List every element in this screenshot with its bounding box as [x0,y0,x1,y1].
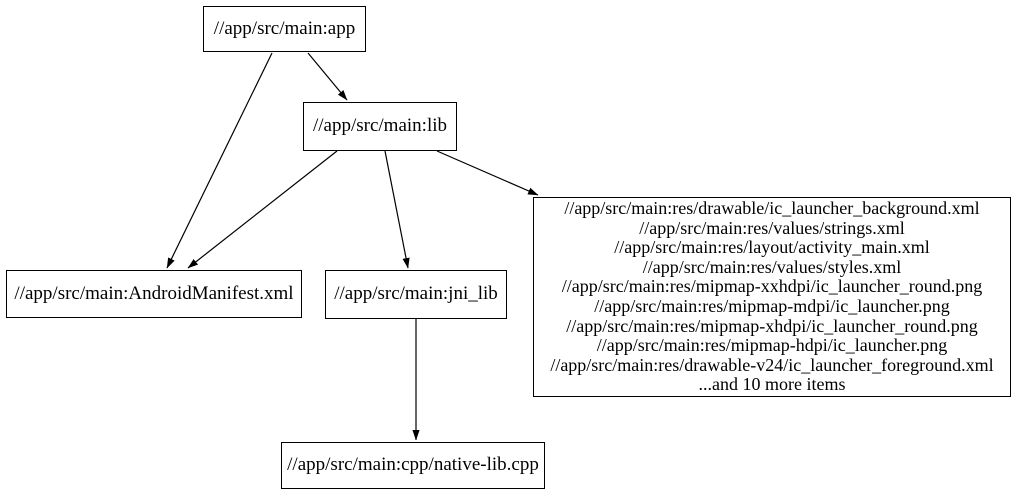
resource-line: //app/src/main:res/mipmap-xxhdpi/ic_laun… [561,276,983,297]
resource-line: //app/src/main:res/layout/activity_main.… [614,237,930,258]
node-jni-lib: //app/src/main:jni_lib [325,270,507,319]
resource-line: //app/src/main:res/mipmap-hdpi/ic_launch… [596,335,948,356]
resource-line: //app/src/main:res/drawable-v24/ic_launc… [550,354,994,375]
node-app: //app/src/main:app [203,6,366,52]
resource-line: //app/src/main:res/mipmap-xhdpi/ic_launc… [566,315,978,336]
resource-line: ...and 10 more items [698,374,846,395]
node-resources-group: //app/src/main:res/drawable/ic_launcher_… [533,197,1011,397]
node-native-lib-cpp: //app/src/main:cpp/native-lib.cpp [281,442,545,489]
edge-app-to-lib [307,52,348,101]
resource-line: //app/src/main:res/mipmap-mdpi/ic_launch… [594,296,950,316]
node-lib: //app/src/main:lib [303,102,457,151]
edge-lib-to-jni_lib [384,150,410,269]
edge-app-to-manifest [166,52,273,269]
resource-line: //app/src/main:res/values/styles.xml [642,256,902,277]
node-android-manifest: //app/src/main:AndroidManifest.xml [6,270,302,318]
edge-lib-to-manifest [187,150,338,269]
resource-line: //app/src/main:res/values/strings.xml [639,217,905,238]
resource-line: //app/src/main:res/drawable/ic_launcher_… [564,198,980,219]
edge-lib-to-resources [436,150,539,196]
